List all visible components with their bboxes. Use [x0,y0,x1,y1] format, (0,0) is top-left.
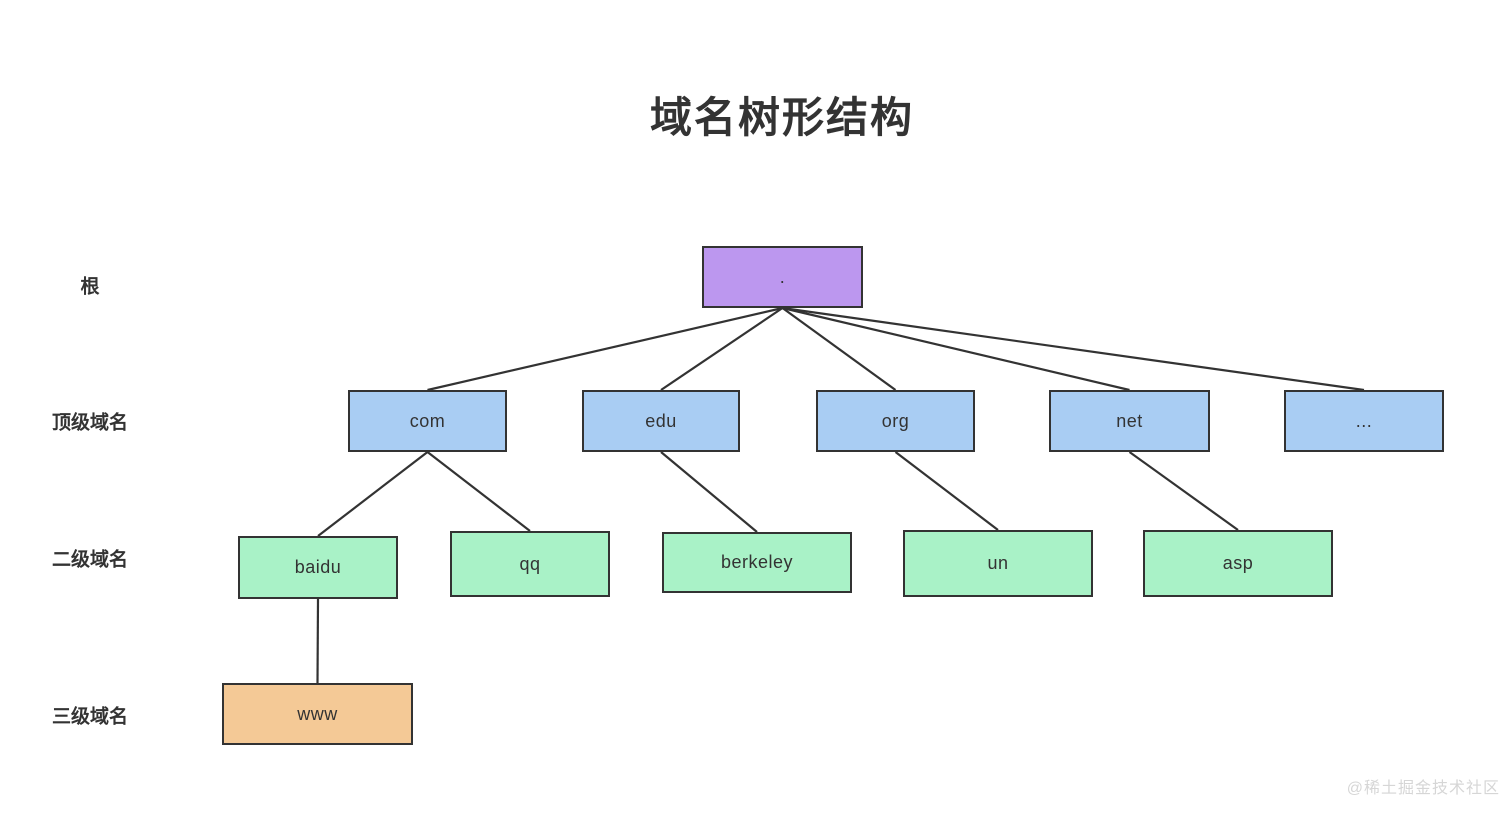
level-label-2: 顶级域名 [51,412,129,434]
node-net: net [1049,390,1210,452]
edge-root-org [781,307,897,391]
edge-root-etc [782,306,1365,392]
node-asp: asp [1143,530,1333,597]
edge-root-com [427,306,783,392]
edge-root-edu [660,307,784,391]
edge-net-asp [1128,451,1239,531]
watermark: @稀土掘金技术社区 [1346,780,1500,797]
node-root: . [702,246,863,308]
edge-edu-berkeley [660,451,758,533]
node-berkeley: berkeley [662,532,852,593]
node-qq: qq [450,531,610,597]
edge-com-qq [426,451,531,532]
edge-root-net [782,306,1130,392]
level-label-4: 三级域名 [51,706,129,728]
node-un: un [903,530,1093,597]
level-label-3: 二级域名 [51,549,129,571]
edge-org-un [894,451,999,531]
node-etc: ... [1284,390,1444,452]
node-baidu: baidu [238,536,398,599]
node-edu: edu [582,390,740,452]
page-title: 域名树形结构 [649,94,914,142]
edge-com-baidu [317,451,429,537]
edge-baidu-www [316,598,320,684]
node-www: www [222,683,413,745]
node-com: com [348,390,507,452]
level-label-1: 根 [80,276,100,298]
node-org: org [816,390,975,452]
